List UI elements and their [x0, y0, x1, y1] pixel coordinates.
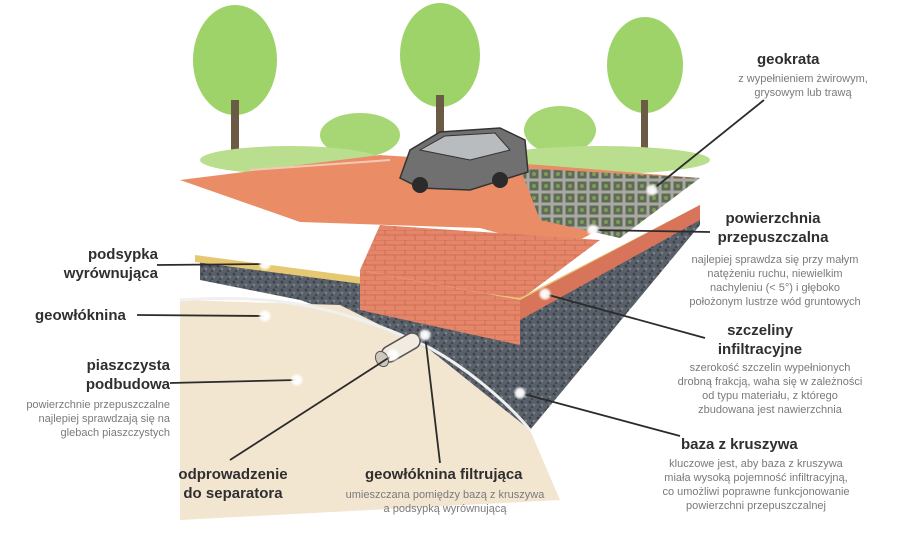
label-geokrata-title: geokrata	[757, 51, 820, 68]
label-piaszczysta-desc: powierzchnie przepuszczalne najlepiej sp…	[26, 399, 170, 439]
cross-section-layers	[179, 205, 700, 520]
car-illustration	[399, 127, 529, 193]
label-powierzchnia-title: powierzchnia przepuszczalna	[717, 210, 829, 246]
label-szczeliny-desc: szerokość szczelin wypełnionych drobną f…	[677, 362, 863, 416]
label-powierzchnia-desc: najlepiej sprawdza się przy małym natęże…	[689, 254, 861, 308]
marker-dots	[258, 183, 659, 400]
label-piaszczysta-title: piaszczysta podbudowa	[85, 357, 170, 393]
label-geokrata-desc: z wypełnieniem żwirowym, grysowym lub tr…	[738, 73, 868, 99]
label-podsypka-title: podsypka wyrównująca	[63, 246, 158, 282]
label-filtrujaca-title: geowłóknina filtrująca	[365, 466, 523, 483]
label-geowloknina-title: geowłóknina	[35, 307, 126, 324]
label-szczeliny-title: szczeliny infiltracyjne	[717, 322, 803, 358]
label-odprowadzenie-title: odprowadzenie do separatora	[178, 466, 288, 502]
label-baza-desc: kluczowe jest, aby baza z kruszywa miała…	[662, 458, 850, 512]
trees-background	[193, 3, 710, 174]
label-baza-title: baza z kruszywa	[681, 436, 798, 453]
label-filtrujaca-desc: umieszczana pomiędzy bazą z kruszywa a p…	[345, 489, 545, 515]
leader-lines	[136, 99, 765, 464]
